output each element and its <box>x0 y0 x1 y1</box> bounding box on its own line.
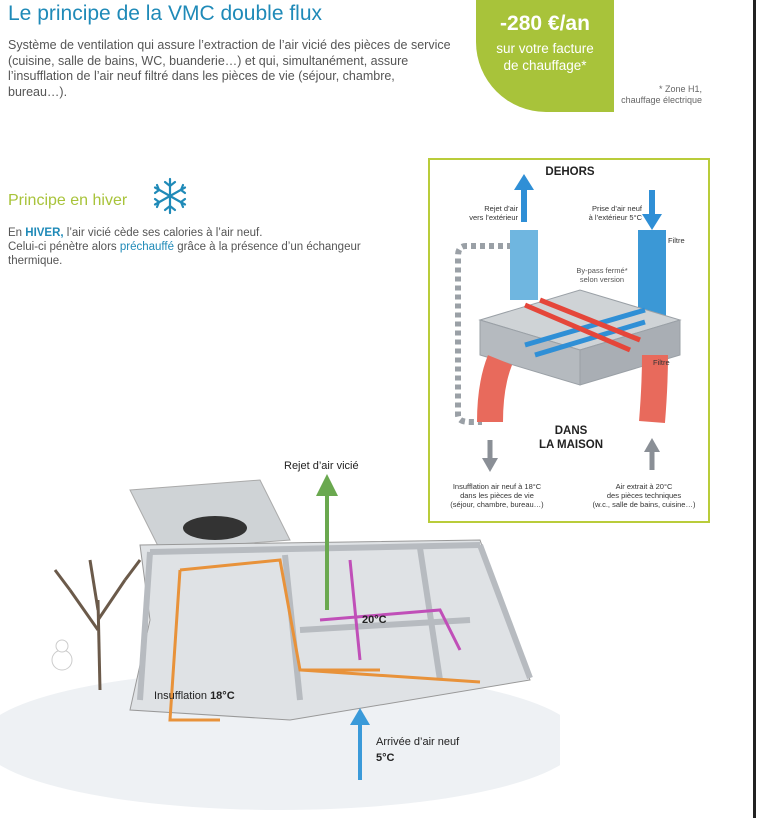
supply-label-3: (séjour, chambre, bureau…) <box>450 500 544 509</box>
extract-label-1: Air extrait à 20°C <box>615 482 673 491</box>
savings-line-2: de chauffage* <box>503 58 587 73</box>
house-exhaust-label: Rejet d’air vicié <box>284 460 359 472</box>
bypass-duct <box>455 243 512 425</box>
bypass-label: By-pass fermé* selon version <box>570 266 634 284</box>
footnote-line-2: chauffage électrique <box>621 95 702 105</box>
heat-exchanger-diagram: DEHORS Rejet d’air vers l’extérieur Pris… <box>428 158 710 523</box>
bypass-label-2: selon version <box>579 275 625 284</box>
house-intake-temp: 5°C <box>376 752 395 764</box>
winter-text-prefix: En <box>8 227 26 239</box>
house-walls <box>137 542 533 701</box>
supply-duct-bottom <box>477 355 513 423</box>
snowflake-icon <box>153 177 187 215</box>
cold-airflow <box>524 307 646 358</box>
filter-mid-label: Filtre <box>653 358 670 367</box>
intake-arrowhead <box>642 214 662 230</box>
intake-arrow-icon <box>350 708 370 725</box>
winter-text-line2b: grâce à la présence d’un échangeur therm… <box>8 241 361 267</box>
house-supply-temp: 18°C <box>210 690 235 702</box>
supply-label-2: dans les pièces de vie <box>460 491 534 500</box>
extract-arrowhead <box>644 438 660 452</box>
intake-label-1: Prise d’air neuf <box>591 204 642 213</box>
savings-badge: -280 €/an sur votre facture de chauffage… <box>476 0 614 112</box>
bypass-label-1: By-pass fermé* <box>576 266 628 275</box>
exhaust-label: Rejet d’air vers l’extérieur <box>444 204 518 222</box>
diagram-outside-label: DEHORS <box>545 166 595 178</box>
intro-paragraph: Système de ventilation qui assure l’extr… <box>8 38 451 99</box>
extract-ducts <box>319 559 462 661</box>
supply-ducts <box>168 558 481 722</box>
extract-label: Air extrait à 20°C des pièces techniques… <box>580 482 708 509</box>
extract-duct-bottom <box>639 354 668 424</box>
filter-top-label: Filtre <box>668 236 685 245</box>
house-supply-label: Insufflation 18°C <box>154 690 235 702</box>
exhaust-arrow-icon <box>316 474 338 496</box>
savings-amount: -280 €/an <box>500 12 590 35</box>
tree <box>53 559 142 691</box>
winter-text-mid: l’air vicié cède ses calories à l’air ne… <box>63 227 263 239</box>
winter-text: En HIVER, l’air vicié cède ses calories … <box>8 226 408 268</box>
winter-keyword-preheated: préchauffé <box>119 241 174 253</box>
footnote: * Zone H1, chauffage électrique <box>590 84 702 106</box>
garage-roof <box>129 479 291 551</box>
extract-label-2: des pièces techniques <box>606 491 682 500</box>
snowman-head <box>55 639 69 653</box>
warm-airflow <box>524 297 641 353</box>
winter-title: Principe en hiver <box>8 192 128 209</box>
inside-label-2: LA MAISON <box>538 439 604 451</box>
page-edge-divider <box>753 0 756 818</box>
exhaust-duct-top <box>510 230 538 300</box>
house-cutaway-illustration <box>0 474 560 810</box>
house-temp-label: 20°C <box>362 614 387 626</box>
exhaust-arrowhead <box>514 174 534 190</box>
winter-keyword: HIVER, <box>25 227 64 239</box>
house-supply-text: Insufflation <box>154 690 211 702</box>
inside-label-1: DANS <box>554 425 588 437</box>
extract-label-3: (w.c., salle de bains, cuisine…) <box>592 500 696 509</box>
intake-label-2: à l’extérieur 5°C <box>588 213 642 222</box>
supply-label-1: Insufflation air neuf à 18°C <box>452 482 542 491</box>
exhaust-label-2: vers l’extérieur <box>469 213 518 222</box>
exhaust-label-1: Rejet d’air <box>484 204 518 213</box>
intake-label: Prise d’air neuf à l’extérieur 5°C <box>576 204 642 222</box>
page-title: Le principe de la VMC double flux <box>8 2 323 25</box>
snowman-body <box>51 649 73 671</box>
diagram-inside-label: DANS LA MAISON <box>526 424 616 452</box>
heat-exchanger-illustration <box>455 174 682 472</box>
savings-line-1: sur votre facture <box>496 41 594 56</box>
car <box>183 516 247 540</box>
winter-text-line2a: Celui-ci pénètre alors <box>8 241 120 253</box>
footnote-line-1: * Zone H1, <box>658 84 702 94</box>
supply-label: Insufflation air neuf à 18°C dans les pi… <box>434 482 560 509</box>
supply-arrowhead <box>482 458 498 472</box>
house-intake-label: Arrivée d’air neuf <box>376 736 460 748</box>
exchanger-right <box>579 319 681 386</box>
